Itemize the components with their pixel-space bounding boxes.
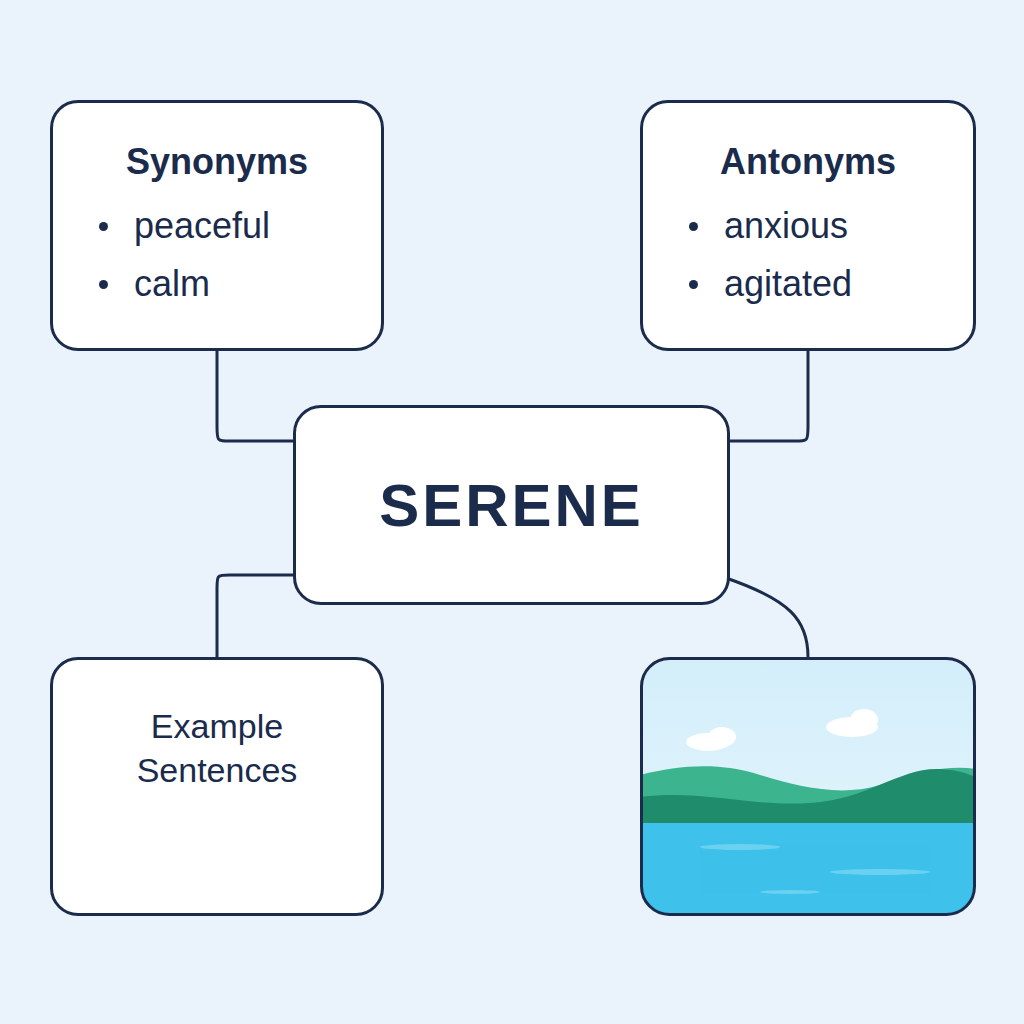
box-heading: Example Sentences: [112, 704, 322, 893]
lake-illustration: [640, 657, 976, 916]
list-item: peaceful: [134, 205, 270, 247]
leader-line: [726, 578, 808, 657]
box-heading: Synonyms: [73, 141, 361, 183]
bullet: [689, 222, 698, 231]
connector: [217, 351, 293, 441]
keyword-box: SERENE: [293, 405, 730, 605]
list-item-row: agitated: [689, 263, 953, 305]
connector: [217, 575, 293, 657]
list-item: calm: [134, 263, 210, 305]
list-item-row: peaceful: [99, 205, 361, 247]
list-item: anxious: [724, 205, 848, 247]
bullet: [99, 280, 108, 289]
list-item-row: anxious: [689, 205, 953, 247]
bullet: [99, 222, 108, 231]
example-box: Example Sentences: [50, 657, 384, 916]
keyword: SERENE: [379, 471, 644, 540]
connector: [730, 351, 808, 441]
antonym-box: Antonyms anxious agitated: [640, 100, 976, 351]
list-item: agitated: [724, 263, 852, 305]
list-item-row: calm: [99, 263, 361, 305]
box-heading: Antonyms: [663, 141, 953, 183]
synonym-box: Synonyms peaceful calm: [50, 100, 384, 351]
bullet: [689, 280, 698, 289]
